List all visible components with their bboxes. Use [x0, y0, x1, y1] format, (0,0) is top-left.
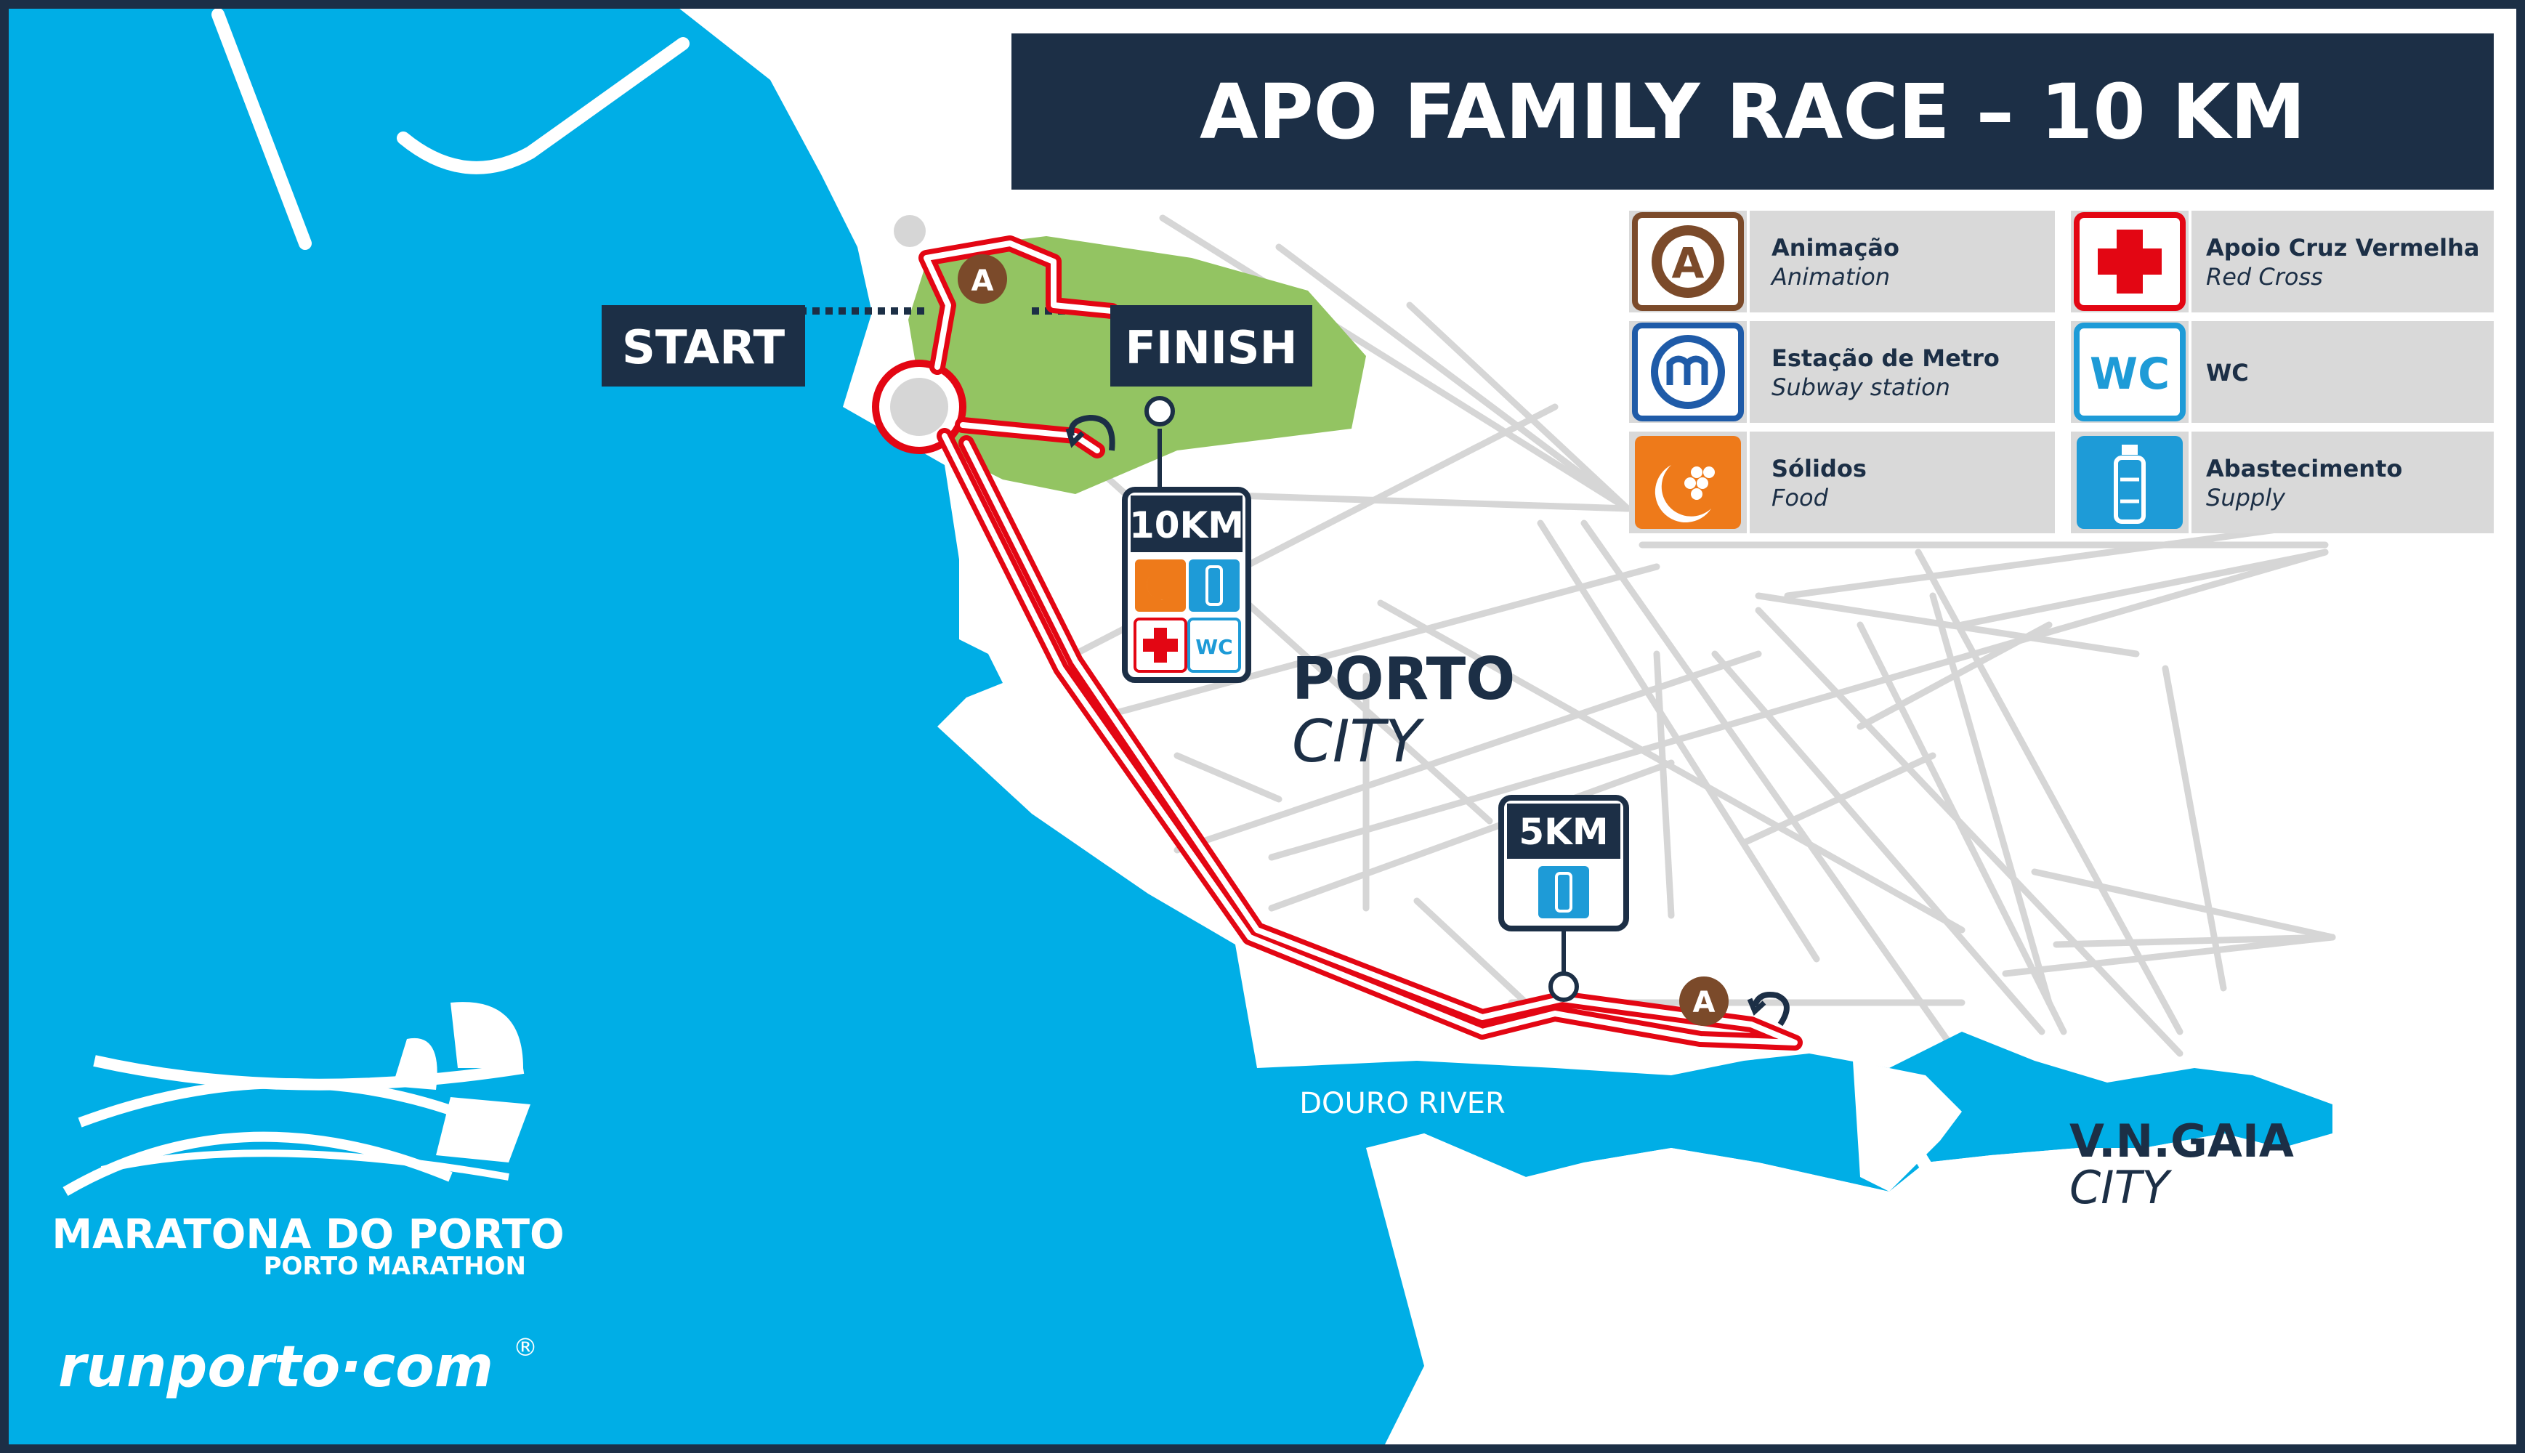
svg-text:WC: WC: [2090, 349, 2170, 400]
gaia-land: [1366, 1133, 2332, 1453]
street-grid: [1057, 214, 2336, 1064]
animation-marker-icon: A: [958, 254, 1007, 304]
breakwaters: [211, 8, 1939, 1184]
river-label: DOURO RIVER: [1299, 1087, 1506, 1120]
registered-mark: ®: [513, 1333, 538, 1362]
animation-marker-icon: A: [1679, 976, 1729, 1026]
u-turn-arrow-icon: [1068, 414, 1115, 451]
red-cross-icon: [2074, 212, 2186, 311]
legend-supply-sub: Supply: [2206, 484, 2286, 511]
station-5km: 5KM: [1498, 795, 1629, 1002]
gaia-city-label: CITY: [2069, 1161, 2172, 1214]
animation-icon: A: [1632, 212, 1744, 311]
u-turn-arrowhead-icon: [1065, 427, 1085, 448]
legend-text-cell: [2191, 321, 2494, 423]
legend-text-cell: [2191, 211, 2494, 312]
logo-line1: MARATONA DO PORTO: [52, 1211, 564, 1258]
title-banner: [1011, 33, 2494, 190]
map-title: APO FAMILY RACE – 10 KM: [1200, 68, 2306, 156]
u-turn-arrow-icon: [1752, 992, 1790, 1027]
legend-supply-label: Abastecimento: [2206, 455, 2402, 482]
legend-redcross-label: Apoio Cruz Vermelha: [2206, 234, 2479, 262]
legend-redcross-sub: Red Cross: [2206, 263, 2323, 291]
legend-text-cell: [1750, 432, 2055, 533]
svg-text:WC: WC: [1195, 635, 1232, 659]
landmark-dot: [894, 215, 926, 247]
legend-animation-sub: Animation: [1770, 263, 1890, 291]
legend-text-cell: [1750, 321, 2055, 423]
wc-icon: WC: [2074, 323, 2186, 421]
food-icon: [1635, 436, 1741, 529]
start-label: START: [622, 321, 785, 375]
marathon-logo: MARATONA DO PORTO PORTO MARATHON runport…: [52, 1002, 565, 1400]
legend: A WC: [1629, 211, 2494, 533]
food-icon: [1135, 559, 1186, 612]
svg-text:A: A: [1672, 238, 1705, 288]
legend-text-cell: [1750, 211, 2055, 312]
station-10km: 10KM WC: [1122, 396, 1251, 683]
finish-label-box: [1110, 305, 1312, 387]
legend-metro-label: Estação de Metro: [1771, 344, 2000, 372]
svg-text:A: A: [1693, 986, 1716, 1019]
legend-text-cell: [2191, 432, 2494, 533]
start-label-box: [602, 305, 805, 387]
metro-icon: [1632, 323, 1744, 421]
water-bottle-icon: [1189, 559, 1240, 612]
svg-text:A: A: [971, 264, 994, 298]
legend-wc-label: WC: [2206, 359, 2249, 387]
finish-label: FINISH: [1126, 321, 1298, 374]
porto-label: PORTO: [1292, 645, 1515, 713]
station-5km-label: 5KM: [1519, 811, 1608, 853]
legend-food-label: Sólidos: [1771, 455, 1867, 482]
water-bottle-icon: [1538, 866, 1589, 918]
legend-food-sub: Food: [1771, 484, 1829, 511]
gaia-label: V.N.GAIA: [2069, 1115, 2294, 1168]
sea-area: [0, 0, 2332, 1453]
water-bottle-icon: [2077, 436, 2183, 529]
wc-icon: [1187, 618, 1241, 673]
station-10km-label: 10KM: [1129, 504, 1244, 546]
legend-metro-sub: Subway station: [1771, 373, 1950, 401]
legend-animation-label: Animação: [1771, 234, 1899, 262]
porto-city-label: CITY: [1292, 708, 1425, 775]
website-logo: runporto·com: [58, 1335, 493, 1400]
race-route: [918, 235, 1803, 1051]
logo-line2: PORTO MARATHON: [264, 1252, 526, 1281]
u-turn-arrowhead-icon: [1747, 998, 1766, 1016]
roundabout-center: [890, 378, 948, 436]
